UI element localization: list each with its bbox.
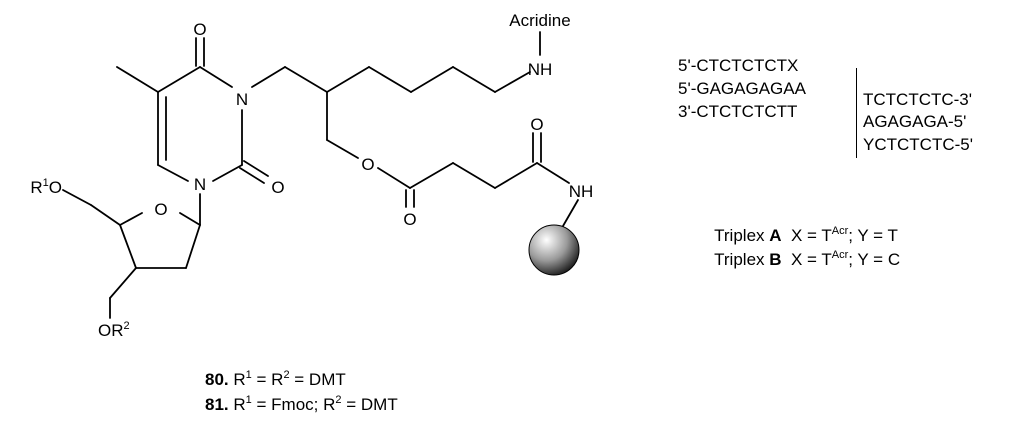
bond-ch2-ch (284, 66, 328, 93)
triplex-y: ; Y = C (848, 250, 901, 269)
atom-o-ring: O (154, 200, 167, 219)
triplex-b-caption: Triplex B X = TAcr; Y = C (705, 230, 900, 270)
bond-o-co (377, 167, 411, 189)
bond-c2-o (243, 160, 269, 177)
bond-n1-c6 (157, 164, 189, 182)
atom-nh-acridine: NH (528, 60, 553, 79)
caption-text: = Fmoc; R (251, 395, 336, 414)
atom-o-ester-carbonyl: O (403, 210, 416, 229)
caption-text: R (233, 370, 246, 389)
bond-c2-n1 (212, 164, 243, 182)
bonds (62, 31, 579, 319)
caption-text: R (233, 395, 246, 414)
bond-ch2-o (326, 139, 359, 159)
caption-sup: 2 (335, 394, 342, 406)
bond-succ-3 (494, 162, 538, 189)
atom-o-c4: O (193, 20, 206, 39)
bond-c5p-o (62, 189, 92, 206)
triplex-name: B (769, 250, 782, 269)
triplex-sup: Acr (831, 249, 849, 261)
bond-o-c4p (119, 212, 143, 226)
bond-c1p-o (179, 212, 201, 226)
bond-c4p-c5p (90, 204, 121, 226)
atom-o-amide: O (530, 115, 543, 134)
bond-c5-c4 (157, 66, 201, 93)
bond-c4p-c3p (119, 224, 137, 269)
sequence-left-3: 3'-CTCTCTCTT (678, 102, 798, 121)
bond-chain-1 (326, 66, 370, 93)
sequence-right-3: YCTCTCTC-5' (863, 135, 973, 154)
caption-sup: 2 (283, 369, 290, 381)
triplex-y: ; Y = T (848, 226, 898, 245)
caption-text: = DMT (289, 370, 346, 389)
bond-succ-1 (409, 162, 454, 189)
bond-nh-bead (562, 199, 579, 227)
atom-n3: N (236, 90, 248, 109)
sequence-right-1: TCTCTCTC-3' (863, 90, 973, 109)
sequence-left-2: 5'-GAGAGAGAA (678, 79, 806, 98)
bond-chain-5 (494, 71, 531, 93)
triplex-name: A (769, 226, 782, 245)
triplex-x: X = T (781, 250, 832, 269)
caption-sup: 1 (245, 394, 252, 406)
bond-c4-n3 (199, 66, 233, 88)
sequence-left-1: 5'-CTCTCTCTX (678, 56, 799, 75)
bond-c3p-o (109, 267, 137, 299)
triplex-label: Triplex (714, 226, 770, 245)
compound-81-caption: 81. R1 = Fmoc; R2 = DMT (205, 395, 398, 415)
triplex-sup: Acr (831, 225, 849, 237)
triplex-label: Triplex (714, 250, 770, 269)
bond-amide-n (536, 162, 570, 184)
bond-c2-o-2 (239, 167, 265, 184)
caption-text: = R (251, 370, 284, 389)
atom-o-ester: O (361, 155, 374, 174)
caption-text: = DMT (341, 395, 398, 414)
atom-r1o: R1O (30, 177, 62, 197)
bond-chain-4 (452, 66, 496, 93)
bond-chain-2 (368, 66, 412, 93)
compound-80-caption: 80. R1 = R2 = DMT (205, 370, 346, 390)
atom-nh-amide: NH (569, 182, 594, 201)
bond-chain-3 (410, 66, 454, 93)
atom-or2: OR2 (98, 320, 130, 340)
solid-support-bead (528, 224, 580, 276)
atom-acridine: Acridine (509, 11, 570, 30)
bond-c2p-c1p (185, 224, 201, 269)
sequence-right-2: AGAGAGA-5' (863, 112, 967, 131)
bond-methyl (116, 66, 159, 93)
atom-n1: N (194, 175, 206, 194)
sequence-divider (856, 68, 857, 158)
compound-number: 80. (205, 370, 229, 389)
caption-sup: 1 (245, 369, 252, 381)
atom-o-c2: O (271, 178, 284, 197)
bond-succ-2 (452, 162, 496, 189)
compound-number: 81. (205, 395, 229, 414)
atom-labels: O N N O Acridine NH O O O O NH R1O OR2 (30, 11, 593, 340)
bond-n3-ch2 (251, 66, 286, 88)
triplex-a-caption: Triplex A X = TAcr; Y = T (705, 206, 898, 246)
triplex-x: X = T (781, 226, 832, 245)
